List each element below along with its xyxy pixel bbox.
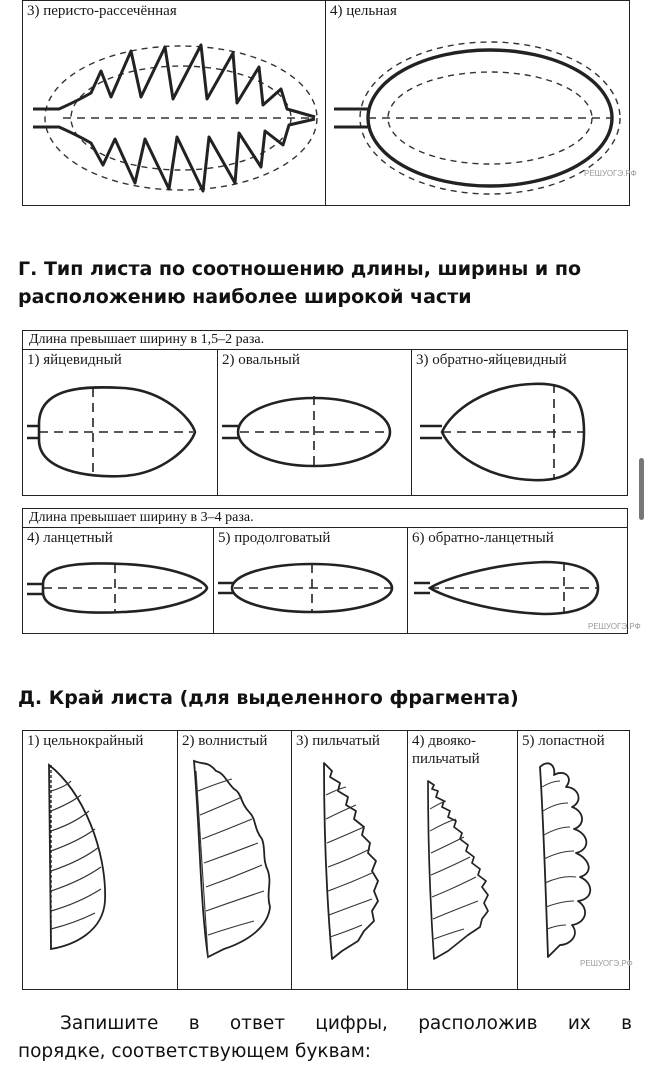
oblanceolate-leaf-icon	[414, 560, 600, 616]
cell-label: 4) ланцетный	[27, 530, 113, 546]
entire-leaf-icon	[334, 41, 621, 195]
cell-label: 5) лопастной	[522, 733, 605, 749]
obovate-leaf-icon	[420, 382, 586, 482]
cell-label: 3) пильчатый	[296, 733, 380, 749]
leaf-shape-table-2: Длина превышает ширину в 3–4 раза. 4) ла…	[22, 508, 641, 634]
cell-ovate: 1) яйцевидный	[23, 350, 217, 495]
instruction-line-2: порядке, соответствующем буквам:	[18, 1041, 372, 1062]
lanceolate-leaf-icon	[27, 562, 209, 614]
lobed-margin-icon	[539, 762, 592, 958]
watermark: РЕШУОГЭ.РФ	[580, 959, 633, 968]
scrollbar-thumb[interactable]	[639, 458, 644, 520]
wavy-margin-icon	[192, 759, 271, 959]
cell-label: 6) обратно-ланцетный	[412, 530, 554, 546]
watermark: РЕШУОГЭ.РФ	[584, 169, 637, 178]
cell-label: 3) перисто-рассечённая	[27, 3, 177, 19]
cell-oblanceolate: 6) обратно-ланцетный РЕШУОГЭ.РФ	[407, 528, 641, 633]
table-row: 1) яйцевидный 2) овальный 3) обратно-яйц…	[23, 350, 627, 495]
cell-serrate-margin: 3) пильчатый	[291, 731, 408, 989]
instruction-line-1: Запишите в ответ цифры, расположив их в	[60, 1013, 632, 1034]
oval-leaf-icon	[222, 396, 392, 468]
cell-double-serrate-margin: 4) двояко- пильчатый	[407, 731, 518, 989]
section-g-title: Г. Тип листа по соотношению длины, ширин…	[18, 258, 581, 308]
double-serrate-margin-icon	[427, 780, 489, 960]
cell-oval: 2) овальный	[217, 350, 412, 495]
cell-obovate: 3) обратно-яйцевидный	[411, 350, 628, 495]
cell-pinnate-dissected: 3) перисто-рассечённая	[23, 1, 325, 205]
cell-label-line1: 4) двояко-	[412, 733, 476, 749]
table-header: Длина превышает ширину в 3–4 раза.	[23, 509, 627, 528]
cell-entire-margin: 1) цельнокрайный	[23, 731, 177, 989]
cell-label: 2) овальный	[222, 352, 300, 368]
cell-label: 5) продолговатый	[218, 530, 331, 546]
oblong-leaf-icon	[218, 562, 394, 614]
cell-oblong: 5) продолговатый	[213, 528, 408, 633]
cell-label-line2: пильчатый	[412, 751, 480, 767]
pinnate-dissected-leaf-icon	[33, 43, 318, 193]
cell-lanceolate: 4) ланцетный	[23, 528, 213, 633]
ovate-leaf-icon	[27, 386, 197, 478]
cell-wavy-margin: 2) волнистый	[177, 731, 292, 989]
entire-margin-icon	[48, 763, 106, 951]
cell-label: 3) обратно-яйцевидный	[416, 352, 567, 368]
leaf-shape-table-1: Длина превышает ширину в 1,5–2 раза. 1) …	[22, 330, 628, 496]
leaf-division-figure: 3) перисто-рассечённая 4) цельная РЕШУОГ…	[22, 0, 637, 206]
cell-label: 2) волнистый	[182, 733, 268, 749]
watermark: РЕШУОГЭ.РФ	[588, 622, 641, 631]
table-row: 4) ланцетный 5) продолговатый 6) обратно…	[23, 528, 641, 633]
table-header: Длина превышает ширину в 1,5–2 раза.	[23, 331, 627, 350]
cell-label: 4) цельная	[330, 3, 397, 19]
cell-entire: 4) цельная РЕШУОГЭ.РФ	[325, 1, 637, 205]
leaf-margin-figure: 1) цельнокрайный 2) волнистый 3) пильчат…	[22, 730, 633, 990]
section-d-title: Д. Край листа (для выделенного фрагмента…	[18, 687, 519, 709]
cell-lobed-margin: 5) лопастной РЕШУОГЭ.РФ	[517, 731, 633, 989]
cell-label: 1) цельнокрайный	[27, 733, 144, 749]
cell-label: 1) яйцевидный	[27, 352, 122, 368]
instruction-text: Запишите в ответ цифры, расположив их в …	[18, 1010, 632, 1066]
serrate-margin-icon	[323, 762, 379, 960]
